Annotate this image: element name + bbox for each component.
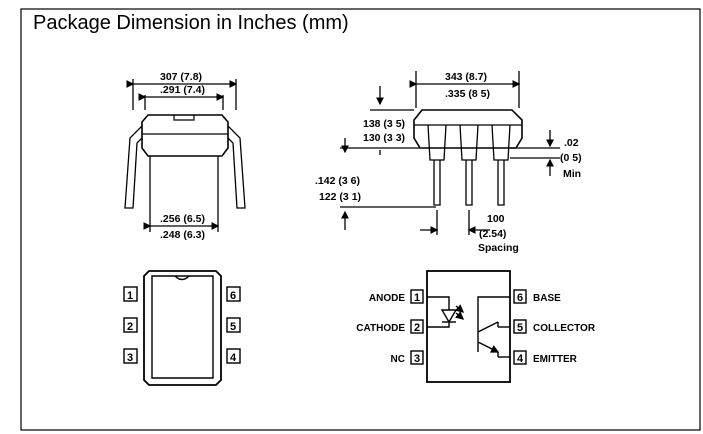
pin-label-emitter: EMITTER (533, 354, 578, 365)
pkg-pin-5: 5 (230, 321, 236, 333)
pkg-pin-1: 1 (127, 290, 133, 302)
pin-label-collector: COLLECTOR (533, 323, 596, 334)
side-view (124, 79, 246, 232)
schematic (410, 270, 527, 383)
sch-pin-5: 5 (517, 322, 523, 334)
pin-label-anode: ANODE (369, 293, 405, 304)
pkg-pin-4: 4 (230, 352, 237, 364)
sch-pin-1: 1 (414, 292, 420, 304)
front-width-1: 343 (8.7) (445, 71, 487, 83)
pin-label-base: BASE (533, 293, 561, 304)
sch-pin-4: 4 (517, 353, 524, 365)
side-bottom-2: .248 (6.3) (160, 229, 205, 241)
front-height-1: 138 (3 5) (363, 118, 405, 130)
sch-pin-3: 3 (414, 353, 420, 365)
front-standoff-2: (0 5) (560, 152, 582, 164)
front-standoff-3: Min (563, 168, 581, 180)
side-width-2: .291 (7.4) (160, 84, 205, 96)
top-view-package (123, 270, 241, 386)
front-pitch-3: Spacing (478, 242, 519, 254)
page-title: Package Dimension in Inches (mm) (33, 12, 349, 34)
front-height-2: 130 (3 3) (363, 132, 405, 144)
pin-label-cathode: CATHODE (356, 323, 405, 334)
side-width-1: 307 (7.8) (160, 71, 202, 83)
pkg-pin-6: 6 (230, 290, 236, 302)
side-bottom-1: .256 (6.5) (160, 213, 205, 225)
front-lead-1: .142 (3 6) (315, 175, 360, 187)
front-lead-2: 122 (3 1) (319, 191, 361, 203)
pkg-pin-3: 3 (127, 352, 133, 364)
pin-label-nc: NC (391, 354, 405, 365)
front-view (340, 71, 560, 235)
sch-pin-6: 6 (517, 292, 523, 304)
front-standoff-1: .02 (564, 137, 579, 149)
front-pitch-1: 100 (487, 213, 505, 225)
front-width-2: .335 (8 5) (445, 88, 490, 100)
front-pitch-2: (2.54) (479, 228, 506, 240)
sch-pin-2: 2 (414, 322, 420, 334)
pkg-pin-2: 2 (127, 321, 133, 333)
outer-frame (20, 8, 701, 431)
